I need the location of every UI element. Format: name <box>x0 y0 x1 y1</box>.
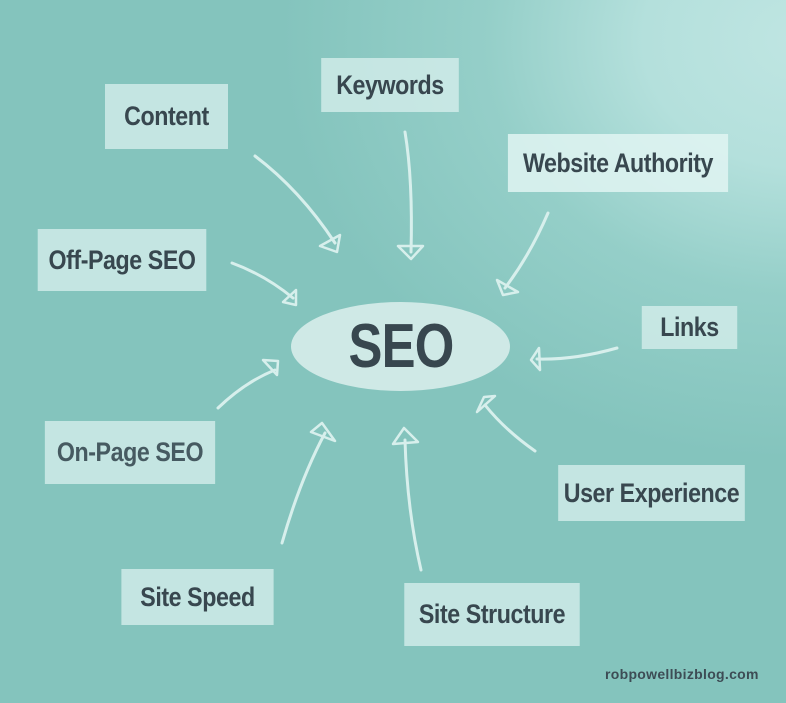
node-website-authority: Website Authority <box>507 134 729 192</box>
node-user-experience: User Experience <box>558 465 745 521</box>
center-node-seo: SEO <box>291 302 510 391</box>
arrow-user-experience-icon <box>475 394 537 453</box>
node-site-speed: Site Speed <box>121 569 274 625</box>
arrow-site-speed-icon <box>280 421 337 545</box>
node-content: Content <box>105 84 228 149</box>
node-on-page-seo: On-Page SEO <box>44 421 216 484</box>
arrow-keywords-icon <box>396 130 425 261</box>
arrow-off-page-seo-icon <box>230 261 298 307</box>
arrow-on-page-seo-icon <box>216 358 280 410</box>
node-label: Website Authority <box>522 147 714 178</box>
node-label: On-Page SEO <box>56 437 204 467</box>
site-credit: robpowellbizblog.com <box>605 666 759 682</box>
arrow-links-icon <box>529 346 619 372</box>
node-off-page-seo: Off-Page SEO <box>37 229 207 291</box>
node-label: User Experience <box>563 477 740 508</box>
node-label: Keywords <box>336 69 444 100</box>
node-label: Off-Page SEO <box>48 244 196 275</box>
arrow-site-structure-icon <box>391 426 423 572</box>
node-label: Content <box>124 101 209 131</box>
node-links: Links <box>641 306 738 349</box>
center-label: SEO <box>348 312 454 381</box>
arrow-content-icon <box>253 154 342 254</box>
node-label: Links <box>660 312 719 342</box>
arrow-website-authority-icon <box>495 211 550 297</box>
node-label: Site Structure <box>418 599 566 629</box>
node-site-structure: Site Structure <box>404 583 580 646</box>
node-keywords: Keywords <box>321 58 459 112</box>
node-label: Site Speed <box>140 581 255 612</box>
